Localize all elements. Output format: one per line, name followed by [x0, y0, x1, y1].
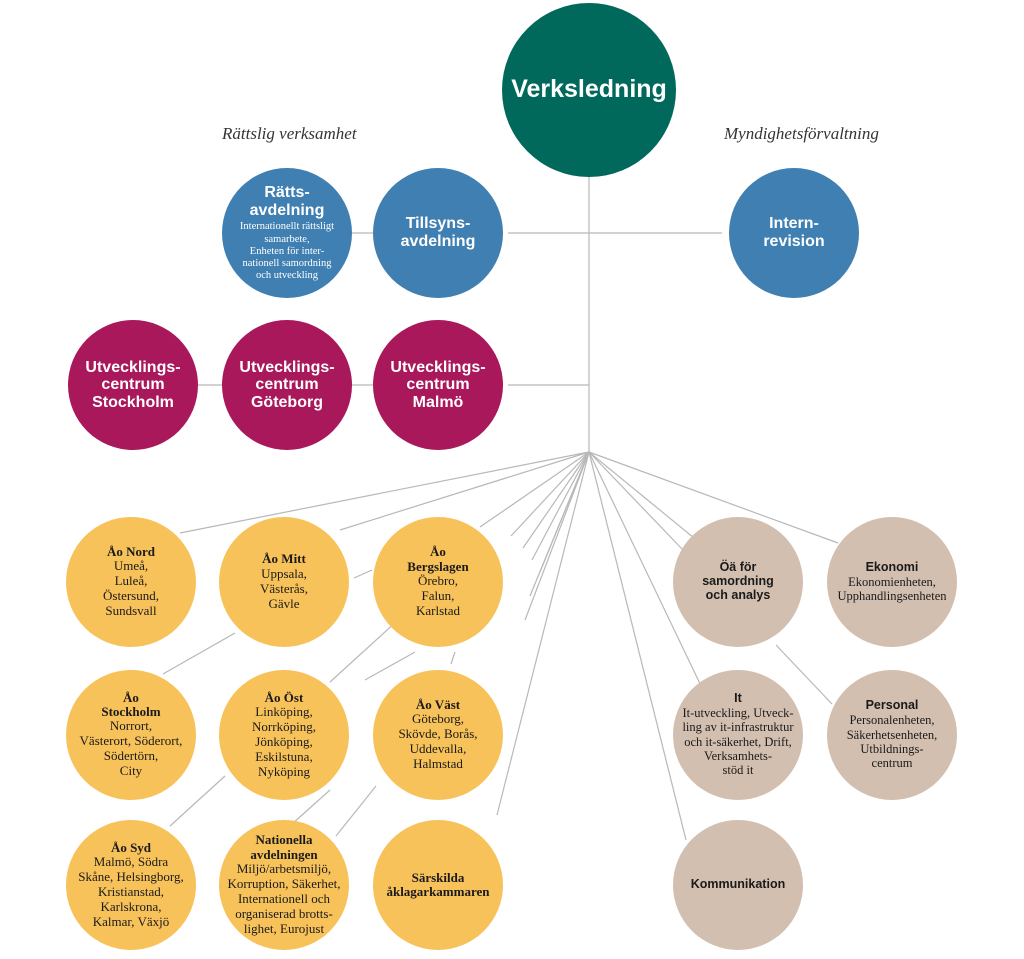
connector-line: [335, 785, 377, 837]
connector-line: [588, 451, 704, 691]
node-subtitle: Örebro,Falun,Karlstad: [415, 572, 461, 618]
node-subtitle: Internationellt rättsligt samarbete,Enhe…: [239, 221, 335, 281]
node-title: Åo Öst: [264, 689, 304, 705]
node-title: Åo Nord: [106, 543, 156, 559]
connector-line: [588, 451, 687, 841]
connector-line: [353, 569, 373, 579]
connector-line: [510, 451, 590, 537]
node-ekonomi: Ekonomi Ekonomienheten,Upphandlingsenhet…: [827, 517, 957, 647]
connector-line: [496, 451, 590, 816]
connector-line: [162, 632, 236, 675]
connector-line: [479, 451, 590, 528]
node-subtitle: Uppsala,Västerås,Gävle: [259, 565, 308, 611]
connector-line: [531, 451, 590, 561]
connector-line: [775, 644, 833, 705]
node-subtitle: Göteborg,Skövde, Borås,Uddevalla,Halmsta…: [398, 711, 478, 772]
node-verksledning: Verksledning: [502, 3, 676, 177]
connector-line: [179, 451, 590, 534]
node-title: Åo Mitt: [262, 551, 306, 567]
node-title: Åo Väst: [415, 696, 461, 712]
node-subtitle: Ekonomienheten,Upphandlingsenheten: [837, 574, 947, 603]
node-subtitle: Umeå,Luleå,Östersund,Sundsvall: [103, 558, 159, 619]
node-title: Åo Syd: [110, 839, 152, 855]
node-tillsynsavdelning: Tillsyns-avdelning: [373, 168, 503, 298]
node-title: Verksledning: [511, 75, 667, 104]
node-subtitle: Personalenheten,Säkerhetsenheten,Utbildn…: [846, 713, 938, 771]
connector-line: [450, 651, 456, 665]
node-ao-vast: Åo Väst Göteborg,Skövde, Borås,Uddevalla…: [373, 670, 503, 800]
node-title: Ekonomi: [865, 559, 919, 574]
node-internrevision: Intern-revision: [729, 168, 859, 298]
connector-line: [524, 451, 590, 621]
node-title: Intern-revision: [763, 215, 825, 250]
node-ao-nord: Åo Nord Umeå,Luleå,Östersund,Sundsvall: [66, 517, 196, 647]
connector-line: [329, 620, 398, 683]
section-label-admin: Myndighetsförvaltning: [724, 124, 879, 143]
connector-line: [588, 451, 695, 539]
connector-line: [522, 451, 590, 549]
node-subtitle: Miljö/arbetsmiljö,Korruption, Säkerhet,I…: [227, 860, 341, 936]
connector-line: [169, 775, 226, 827]
connector-line: [364, 651, 416, 681]
node-ao-mitt: Åo Mitt Uppsala,Västerås,Gävle: [219, 517, 349, 647]
node-subtitle: Linköping,Norrköping,Jönköping,Eskilstun…: [252, 703, 316, 779]
node-title: Kommunikation: [690, 877, 786, 892]
node-rattsavdelning: Rätts-avdelning Internationellt rättslig…: [222, 168, 352, 298]
node-title: It: [734, 691, 742, 706]
node-ao-ost: Åo Öst Linköping,Norrköping,Jönköping,Es…: [219, 670, 349, 800]
node-subtitle: Norrort,Västerort, Söderort,Södertörn,Ci…: [79, 718, 183, 779]
node-personal: Personal Personalenheten,Säkerhetsenhete…: [827, 670, 957, 800]
node-title: Personal: [865, 698, 919, 713]
node-subtitle: It-utveckling, Utveck-ling av it-infrast…: [682, 705, 794, 778]
node-kommunikation: Kommunikation: [673, 820, 803, 950]
node-it: It It-utveckling, Utveck-ling av it-infr…: [673, 670, 803, 800]
connector-line: [339, 451, 590, 531]
connector-line: [529, 451, 590, 597]
connector-line: [588, 451, 839, 544]
node-title: Tillsyns-avdelning: [400, 215, 476, 250]
connector-line: [588, 451, 684, 551]
section-label-legal: Rättslig verksamhet: [222, 124, 357, 143]
node-title: Rätts-avdelning: [249, 184, 325, 219]
